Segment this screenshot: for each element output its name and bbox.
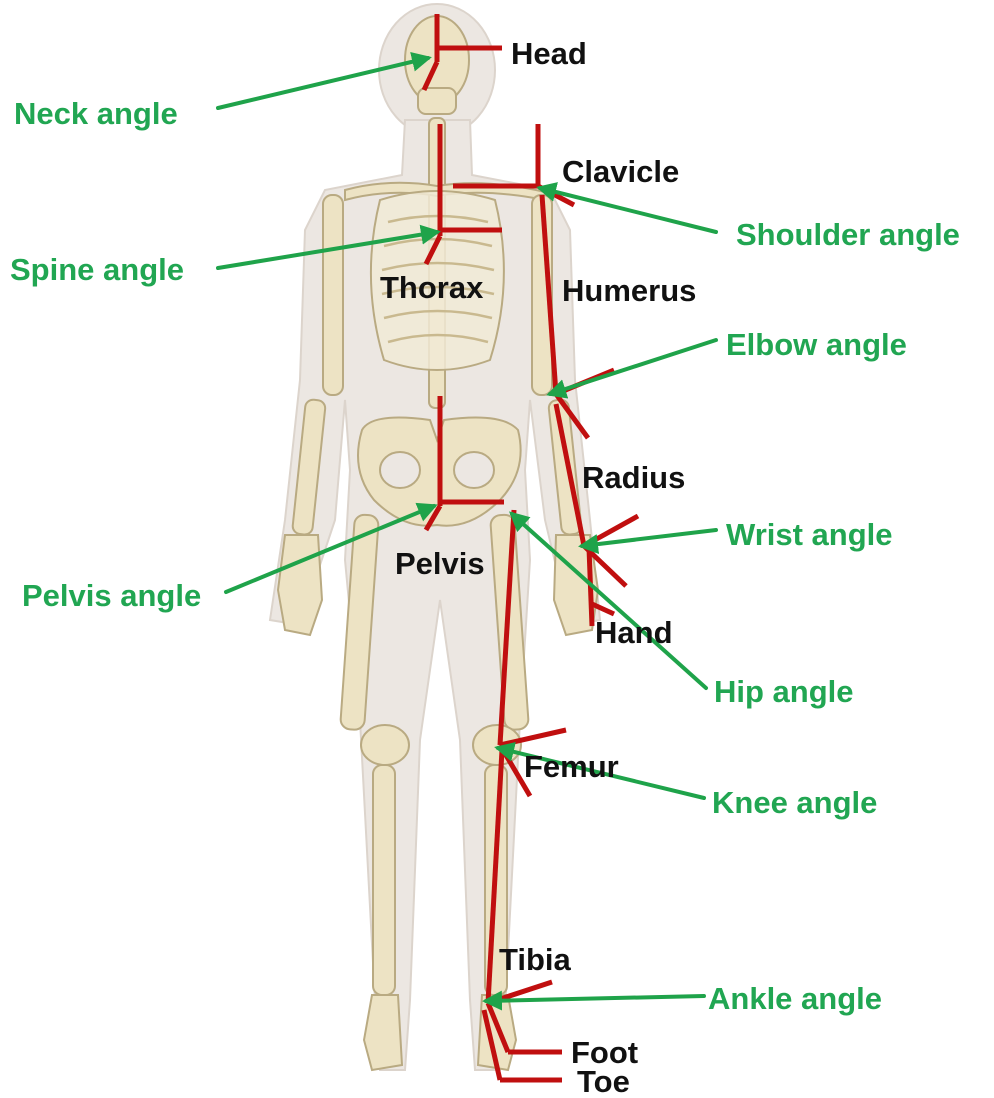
- label-spine-angle: Spine angle: [10, 252, 184, 287]
- knee-left: [473, 725, 521, 765]
- tibia-right: [373, 765, 395, 995]
- label-pelvis: Pelvis: [395, 546, 485, 581]
- humerus-right: [323, 195, 343, 395]
- label-hip-angle: Hip angle: [714, 674, 854, 709]
- label-shoulder-angle: Shoulder angle: [736, 217, 960, 252]
- label-neck-angle: Neck angle: [14, 96, 178, 131]
- label-wrist-angle: Wrist angle: [726, 517, 893, 552]
- knee-right: [361, 725, 409, 765]
- label-femur: Femur: [524, 749, 619, 784]
- label-radius: Radius: [582, 460, 685, 495]
- label-toe: Toe: [577, 1064, 630, 1098]
- foot-right: [364, 995, 402, 1070]
- label-humerus: Humerus: [562, 273, 696, 308]
- label-head: Head: [511, 36, 587, 71]
- ankle-angle-arrow: [486, 996, 704, 1001]
- jaw: [418, 88, 456, 114]
- label-thorax: Thorax: [380, 270, 484, 305]
- label-elbow-angle: Elbow angle: [726, 327, 907, 362]
- label-clavicle: Clavicle: [562, 154, 679, 189]
- label-hand: Hand: [595, 615, 673, 650]
- label-pelvis-angle: Pelvis angle: [22, 578, 201, 613]
- label-ankle-angle: Ankle angle: [708, 981, 882, 1016]
- hip-angle-arrow: [512, 514, 706, 688]
- label-knee-angle: Knee angle: [712, 785, 877, 820]
- hand-right: [278, 535, 322, 635]
- label-tibia: Tibia: [499, 942, 572, 977]
